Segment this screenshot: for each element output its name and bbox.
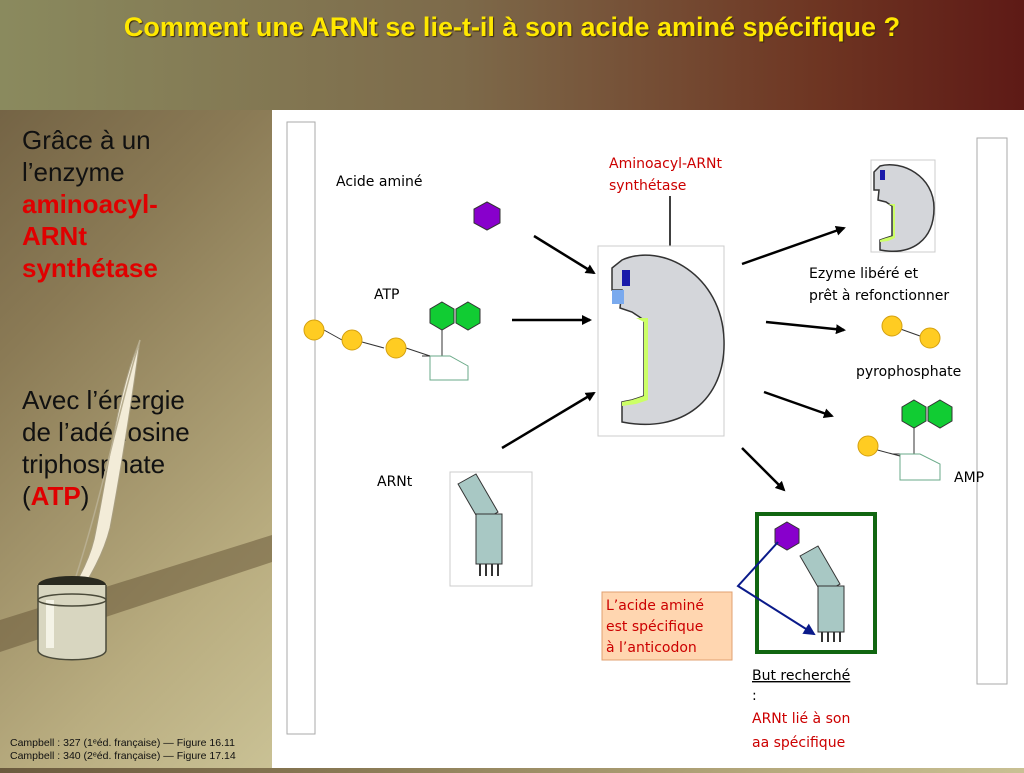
specificity-note-line: à l’anticodon [606,640,697,656]
freed-enzyme-label: prêt à refonctionner [809,288,949,304]
text-line: de l’adénosine [22,417,190,447]
header-band [0,0,1024,110]
phosphate-bond [361,341,385,349]
amino-acid-hexagon-icon [774,521,800,551]
phosphate-circle-icon [857,435,879,457]
output-arrow [763,390,834,419]
reference-footer: Campbell : 327 (1ᵉéd. française) — Figur… [10,737,236,763]
enzyme-label: Aminoacyl-ARNt [609,156,723,172]
enzyme-name-line: synthétase [22,253,158,283]
left-vertical-bar [286,121,316,735]
phosphate-bond [405,347,431,357]
amp-link [892,428,915,455]
phosphate-circle-icon [303,319,325,341]
output-arrow [765,320,846,335]
amino-acid-hexagon-icon [473,201,501,231]
diagram-panel: Acide aminé ATP ARNt Aminoacyl-ARNt synt… [272,110,1024,768]
binding-site-marker [612,290,624,304]
reference-line: Campbell : 327 (1ᵉéd. française) — Figur… [10,737,235,749]
goal-colon: : [752,688,757,704]
text-line: (ATP) [22,480,262,512]
quill-shaft [65,339,141,607]
phosphate-circle-icon [881,315,903,337]
input-arrow [533,234,596,275]
trna-molecule-icon [457,473,503,576]
text-line: triphosphate [22,449,166,479]
pyrophosphate-label: pyrophosphate [856,364,961,380]
atp-link [422,330,443,357]
atp-label: ATP [374,287,399,303]
energy-text-block: Avec l’énergie de l’adénosine triphospha… [22,384,262,512]
freed-enzyme-shape-icon [873,164,935,252]
trna-label: ARNt [377,474,413,490]
slide-title: Comment une ARNt se lie-t-il à son acide… [123,12,901,42]
aminoacylation-diagram: Acide aminé ATP ARNt Aminoacyl-ARNt synt… [286,121,1008,751]
right-vertical-bar [976,137,1008,685]
amp-base-ring-icon [927,399,953,429]
text-line: Grâce à un [22,125,151,155]
enzyme-text-block: Grâce à un l’enzyme aminoacyl- ARNt synt… [22,124,262,284]
inkwell-highlight [46,600,54,648]
specificity-note-line: est spécifique [606,619,703,635]
charged-trna-molecule-icon [799,545,845,642]
enzyme-name-line: aminoacyl- [22,189,158,219]
phosphate-circle-icon [341,329,363,351]
quill-inkwell-illustration [0,339,272,661]
atp-base-ring-icon [429,301,455,331]
amp-ribose-icon [899,453,941,481]
freed-enzyme-label: Ezyme libéré et [809,266,919,282]
input-arrow [501,391,596,450]
enzyme-shape-icon [611,254,725,426]
output-arrow [741,225,846,266]
reference-line: Campbell : 340 (2ᵉéd. française) — Figur… [10,750,236,762]
text-line: Avec l’énergie [22,385,185,415]
text-line: l’enzyme [22,157,125,187]
atp-ribose-icon [429,355,469,381]
amp-base-ring-icon [901,399,927,429]
inkwell-rim [37,593,107,607]
specificity-note-line: L’acide aminé [606,598,704,614]
output-arrow [741,447,786,492]
phosphate-bond [323,329,343,341]
binding-site-marker [622,270,630,286]
enzyme-name-line: ARNt [22,221,87,251]
goal-result-line: aa spécifique [752,735,845,751]
enzyme-label: synthétase [609,178,686,194]
goal-heading: But recherché [752,668,850,684]
goal-result-line: ARNt lié à son [752,711,850,727]
specificity-note [601,591,733,661]
specificity-arrow [736,541,816,636]
atp-highlight: ATP [30,481,81,511]
atp-base-ring-icon [455,301,481,331]
amp-label: AMP [954,470,984,486]
paren: ) [80,481,90,511]
amino-acid-label: Acide aminé [336,174,422,190]
paren: ( [22,481,31,511]
phosphate-circle-icon [919,327,941,349]
inkwell-body-icon [37,585,107,661]
phosphate-circle-icon [385,337,407,359]
